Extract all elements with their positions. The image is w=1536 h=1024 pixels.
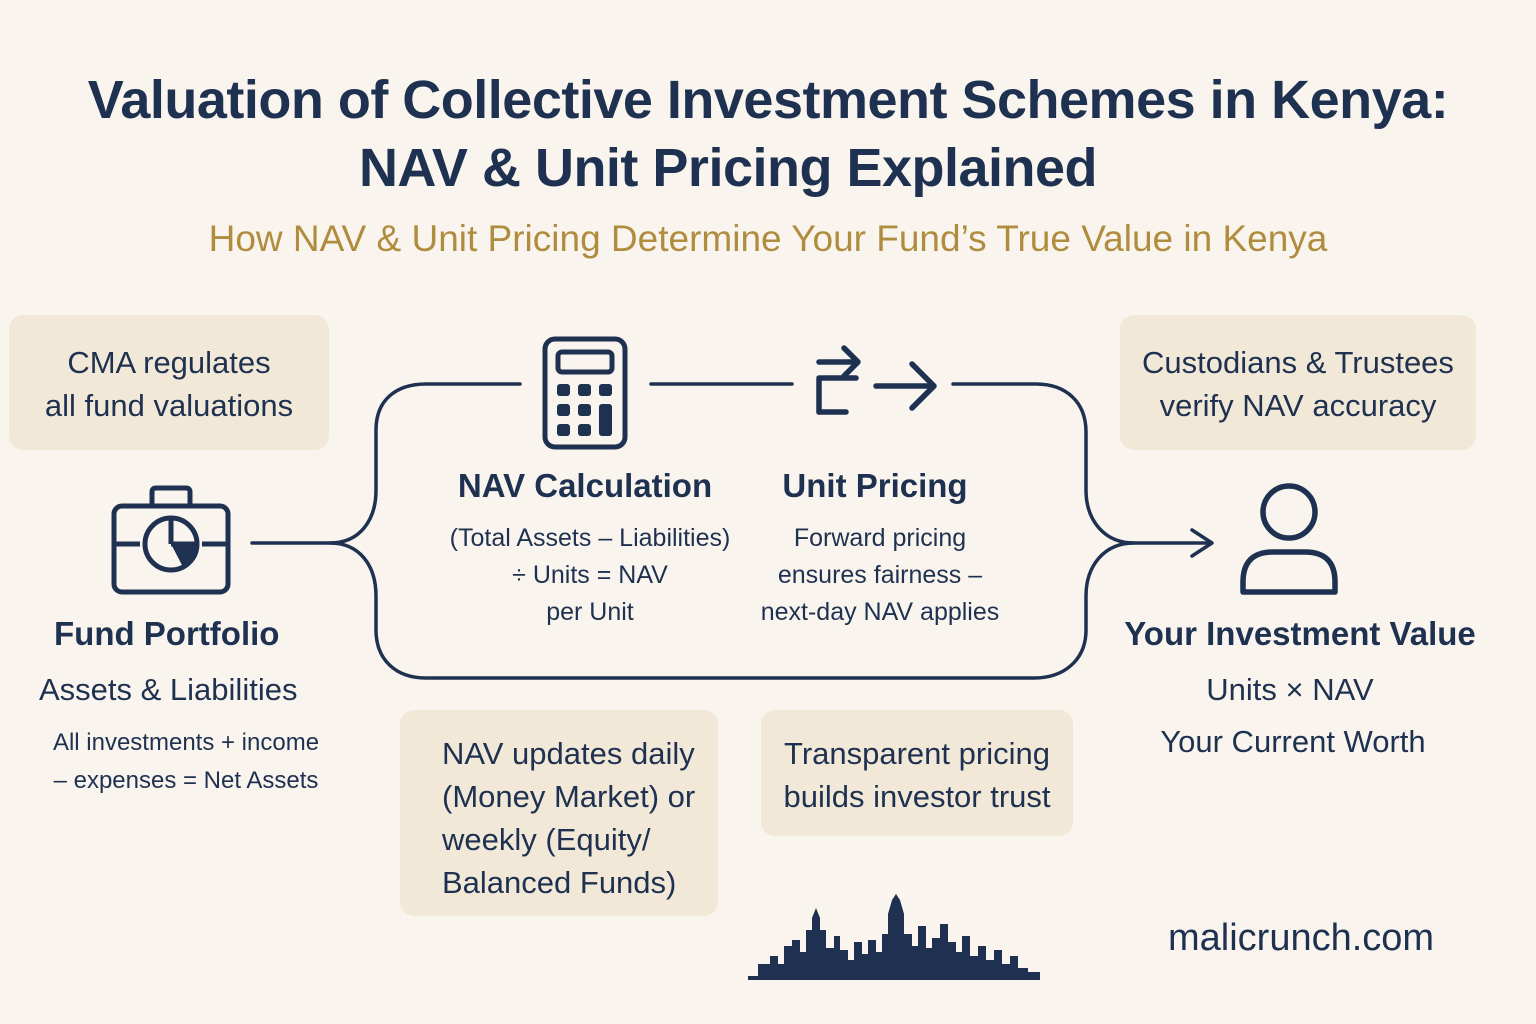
unit-pricing-title: Unit Pricing — [782, 467, 968, 504]
forward-arrows-icon — [816, 345, 937, 415]
investment-value-title: Your Investment Value — [1124, 615, 1476, 652]
nav-calculation-formula: (Total Assets – Liabilities) ÷ Units = N… — [449, 524, 731, 626]
calculator-icon — [542, 336, 628, 450]
website-link[interactable]: malicrunch.com — [1168, 917, 1435, 959]
unit-pricing-description: Forward pricing ensures fairness – next-… — [760, 524, 1000, 626]
arrow-head-investment — [1190, 528, 1214, 558]
person-icon — [1240, 483, 1338, 595]
page-subtitle: How NAV & Unit Pricing Determine Your Fu… — [208, 218, 1328, 259]
briefcase-pie-icon — [111, 485, 231, 595]
connector-portfolio-to-nav — [250, 382, 522, 545]
investment-value-formula: Units × NAV — [1206, 672, 1374, 707]
investment-value-note: Your Current Worth — [1160, 724, 1426, 759]
portfolio-title: Fund Portfolio — [54, 615, 280, 652]
connector-loop-bottom — [328, 541, 1136, 680]
nav-calculation-title: NAV Calculation — [457, 467, 713, 504]
note-transparent-pricing: Transparent pricing builds investor trus… — [761, 710, 1073, 836]
note-nav-updates: NAV updates daily (Money Market) or week… — [400, 710, 718, 916]
portfolio-description: All investments + income – expenses = Ne… — [52, 729, 320, 794]
portfolio-subtitle: Assets & Liabilities — [39, 672, 298, 707]
city-skyline-icon — [748, 894, 1040, 980]
note-custodians-trustees: Custodians & Trustees verify NAV accurac… — [1120, 315, 1476, 450]
page-title-line-1: Valuation of Collective Investment Schem… — [87, 70, 1449, 130]
note-cma-regulates: CMA regulates all fund valuations — [9, 315, 329, 450]
connector-pricing-to-investment — [951, 382, 1212, 545]
page-title-line-2: NAV & Unit Pricing Explained — [358, 138, 1098, 198]
